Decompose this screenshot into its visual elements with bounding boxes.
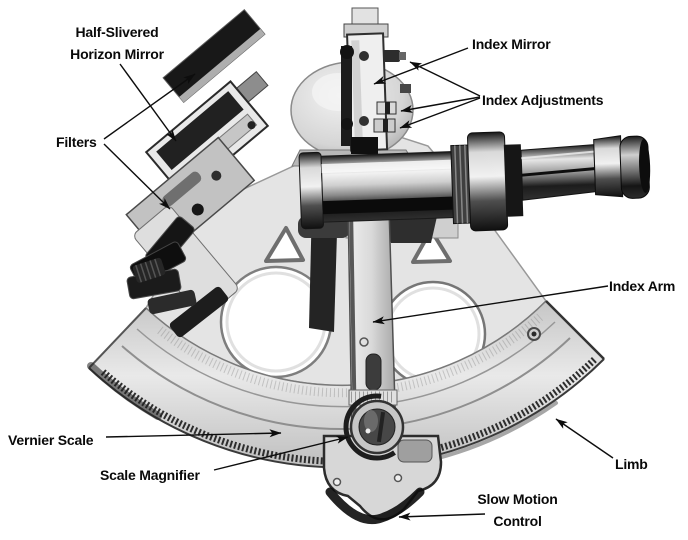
- label-index-mirror: Index Mirror: [472, 36, 551, 52]
- label-vernier-scale: Vernier Scale: [8, 432, 94, 448]
- label-index-adjustments: Index Adjustments: [482, 92, 604, 108]
- telescope: [298, 131, 651, 232]
- arrow-index-adjustment-lower: [399, 97, 481, 129]
- arrow-vernier-scale: [105, 429, 282, 438]
- arrow-horizon-mirror: [119, 63, 177, 142]
- arrow-slow-motion-control: [398, 512, 486, 521]
- annotation-arrows: [103, 47, 614, 521]
- label-limb: Limb: [615, 456, 648, 472]
- label-horizon-mirror-line1: Half-Slivered: [75, 24, 159, 40]
- arrow-index-adjustment-top: [409, 61, 481, 97]
- scale-magnifier: [343, 393, 411, 461]
- label-slow-motion-control: Slow Motion Control: [455, 488, 580, 532]
- label-horizon-mirror-line2: Horizon Mirror: [70, 46, 164, 62]
- arrow-limb: [555, 418, 614, 459]
- label-scale-magnifier: Scale Magnifier: [100, 467, 200, 483]
- arrow-index-arm: [372, 285, 609, 325]
- index-adjustment-screw-middle: [376, 101, 397, 115]
- horizon-mirror-assembly: [125, 8, 270, 338]
- arrow-scale-magnifier: [213, 435, 349, 471]
- arrow-filters-upper: [103, 73, 196, 140]
- frame-cutout-triangle-left: [264, 226, 305, 263]
- filter-stack: [126, 206, 238, 338]
- index-mirror-assembly: [290, 7, 417, 167]
- label-horizon-mirror: Half-Slivered Horizon Mirror: [51, 21, 183, 65]
- index-adjustment-screw-top: [383, 50, 406, 62]
- frame-cutout-triangle-right: [411, 228, 452, 264]
- label-slow-motion-line1: Slow Motion: [477, 491, 558, 507]
- index-adjustment-screw-lower: [373, 118, 396, 133]
- label-slow-motion-line2: Control: [493, 513, 542, 529]
- label-filters: Filters: [56, 134, 97, 150]
- limb-engraved-line-2: [136, 321, 556, 408]
- label-index-arm: Index Arm: [609, 278, 676, 294]
- arrow-index-adjustment-middle: [400, 96, 481, 113]
- arrow-filters-lower: [103, 143, 171, 210]
